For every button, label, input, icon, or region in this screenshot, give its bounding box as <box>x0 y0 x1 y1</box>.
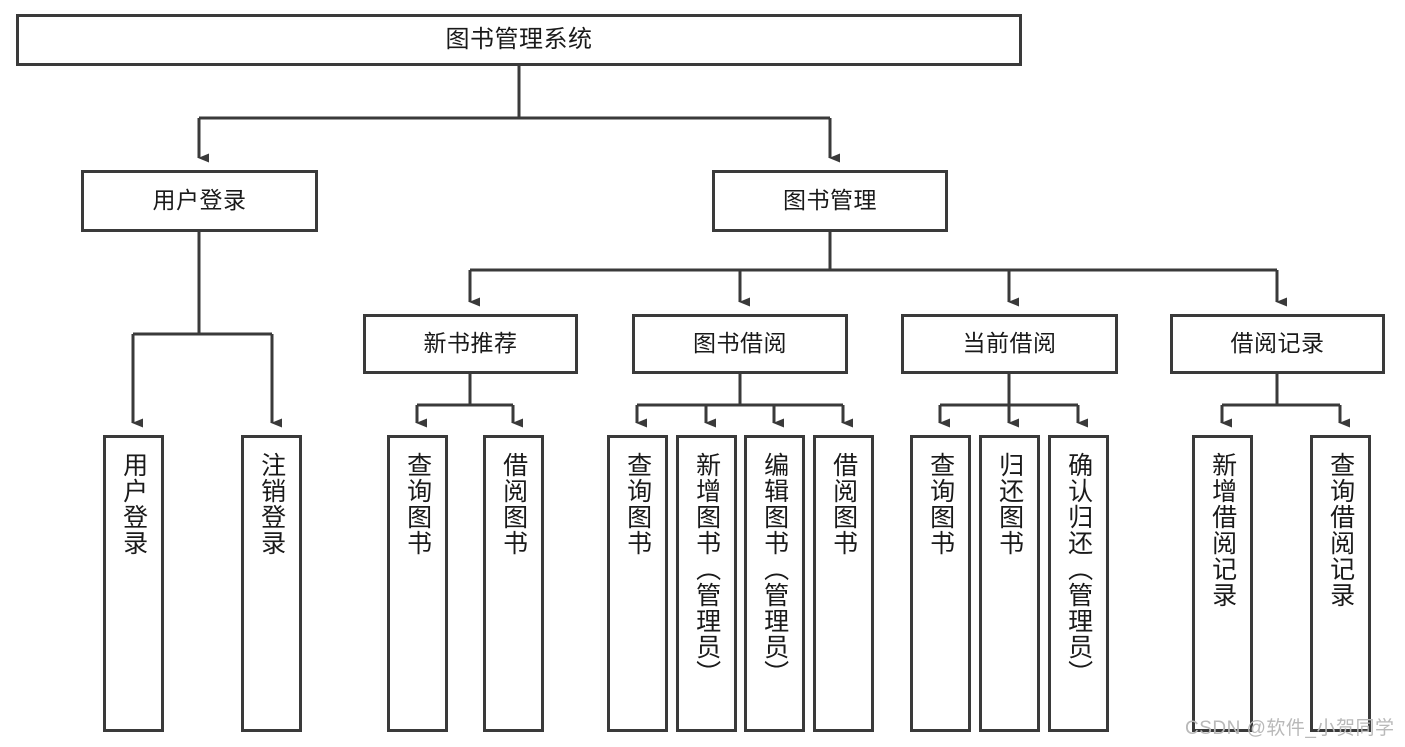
node-user-login-label: 用户登录 <box>152 187 247 214</box>
node-leaf-logout-label: 注销登录 <box>257 452 286 556</box>
node-leaf-borrow-book-1-label: 借阅图书 <box>499 452 528 556</box>
node-leaf-query-book-1[interactable]: 查询图书 <box>387 435 448 732</box>
node-leaf-borrow-book-2[interactable]: 借阅图书 <box>813 435 874 732</box>
node-book-manage-label: 图书管理 <box>783 187 877 214</box>
node-borrow-record-label: 借阅记录 <box>1230 330 1325 357</box>
node-root[interactable]: 图书管理系统 <box>16 14 1022 66</box>
node-leaf-query-book-3-label: 查询图书 <box>926 452 955 556</box>
node-leaf-borrow-book-1[interactable]: 借阅图书 <box>483 435 544 732</box>
node-current-borrow-label: 当前借阅 <box>962 330 1057 357</box>
node-leaf-add-record[interactable]: 新增借阅记录 <box>1192 435 1253 732</box>
node-leaf-return-book[interactable]: 归还图书 <box>979 435 1040 732</box>
node-leaf-edit-book-label: 编辑图书（管理员） <box>760 452 789 686</box>
node-new-book-rec[interactable]: 新书推荐 <box>363 314 578 374</box>
node-leaf-borrow-book-2-label: 借阅图书 <box>829 452 858 556</box>
node-leaf-confirm-return-label: 确认归还（管理员） <box>1064 452 1093 686</box>
node-leaf-user-login-label: 用户登录 <box>119 452 148 556</box>
node-leaf-query-book-2[interactable]: 查询图书 <box>607 435 668 732</box>
node-new-book-rec-label: 新书推荐 <box>423 330 518 357</box>
csdn-watermark: CSDN @软件_小贺同学 <box>1185 718 1395 739</box>
node-leaf-query-book-1-label: 查询图书 <box>403 452 432 556</box>
node-borrow-record[interactable]: 借阅记录 <box>1170 314 1385 374</box>
node-book-borrow[interactable]: 图书借阅 <box>632 314 848 374</box>
node-user-login[interactable]: 用户登录 <box>81 170 318 232</box>
node-current-borrow[interactable]: 当前借阅 <box>901 314 1118 374</box>
node-leaf-add-record-label: 新增借阅记录 <box>1208 452 1237 608</box>
node-leaf-query-record[interactable]: 查询借阅记录 <box>1310 435 1371 732</box>
node-leaf-return-book-label: 归还图书 <box>995 452 1024 556</box>
node-leaf-query-record-label: 查询借阅记录 <box>1326 452 1355 608</box>
node-leaf-add-book[interactable]: 新增图书（管理员） <box>676 435 737 732</box>
node-leaf-edit-book[interactable]: 编辑图书（管理员） <box>744 435 805 732</box>
node-leaf-query-book-2-label: 查询图书 <box>623 452 652 556</box>
node-book-manage[interactable]: 图书管理 <box>712 170 948 232</box>
node-leaf-logout[interactable]: 注销登录 <box>241 435 302 732</box>
node-book-borrow-label: 图书借阅 <box>693 330 787 357</box>
node-leaf-user-login[interactable]: 用户登录 <box>103 435 164 732</box>
node-leaf-query-book-3[interactable]: 查询图书 <box>910 435 971 732</box>
node-leaf-add-book-label: 新增图书（管理员） <box>692 452 721 686</box>
node-leaf-confirm-return[interactable]: 确认归还（管理员） <box>1048 435 1109 732</box>
node-root-label: 图书管理系统 <box>445 25 593 53</box>
